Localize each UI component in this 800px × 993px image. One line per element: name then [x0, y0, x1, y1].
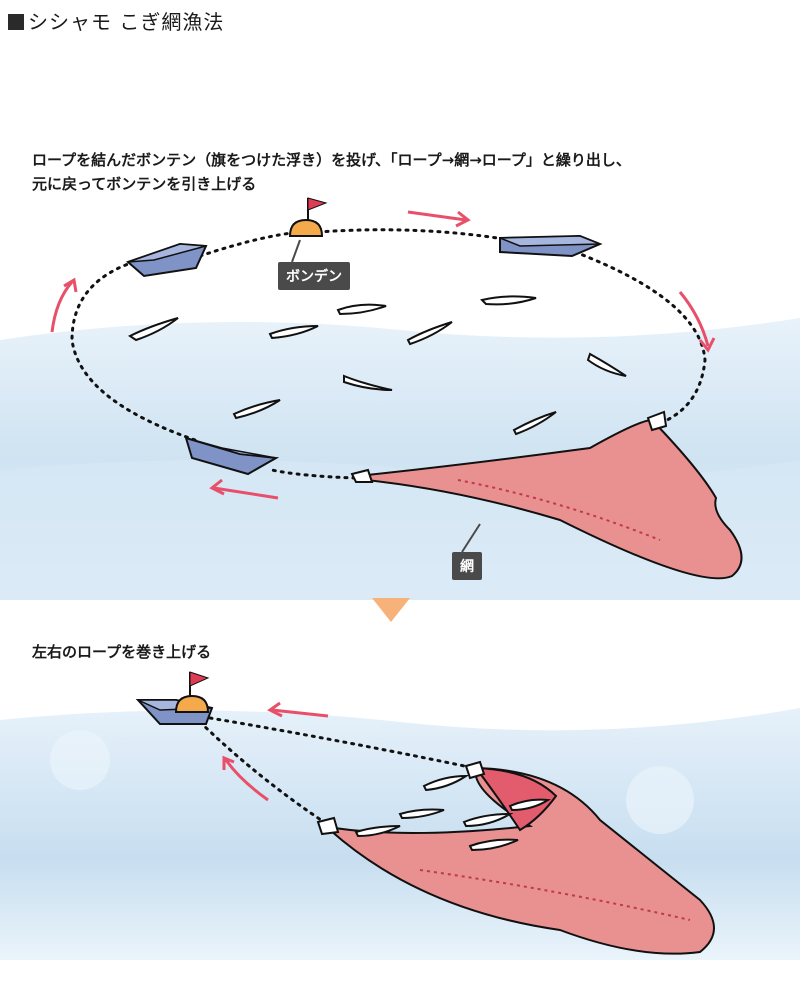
arrow-icon	[52, 280, 76, 332]
fish-icon	[482, 296, 536, 304]
bonden-label: ボンデン	[278, 262, 350, 290]
step1-line1: ロープを結んだボンテン（旗をつけた浮き）を投げ、「ロープ→網→ロープ」と繰り出し…	[32, 148, 631, 172]
arrow-icon	[408, 212, 468, 226]
down-arrow-icon	[372, 598, 410, 622]
step2-caption: 左右のロープを巻き上げる	[32, 640, 211, 664]
buoy-icon	[290, 198, 326, 236]
net-label: 網	[452, 552, 482, 580]
fish-icon	[338, 305, 386, 314]
boat-icon	[500, 236, 600, 256]
step1-line2: 元に戻ってボンテンを引き上げる	[32, 172, 631, 196]
buoy-icon	[176, 672, 208, 712]
step1-caption: ロープを結んだボンテン（旗をつけた浮き）を投げ、「ロープ→網→ロープ」と繰り出し…	[32, 148, 631, 196]
bonden-label-pointer	[292, 240, 300, 262]
arrow-icon	[270, 703, 328, 716]
boat-icon	[128, 244, 206, 276]
